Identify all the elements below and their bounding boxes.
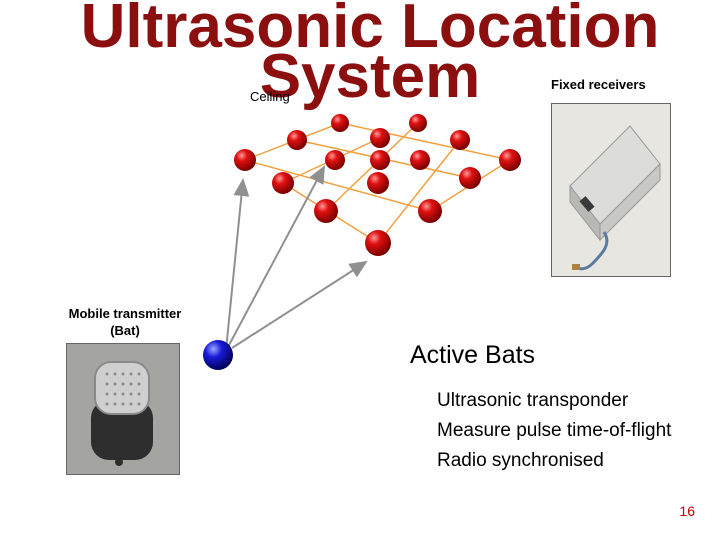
bullet-item: Ultrasonic transponder	[437, 390, 628, 412]
receiver-photo	[551, 103, 671, 277]
receiver-spheres	[234, 114, 521, 256]
receiver-sphere	[331, 114, 349, 132]
bullet-item: Radio synchronised	[437, 450, 604, 472]
receiver-sphere	[325, 150, 345, 170]
fixed-receivers-label: Fixed receivers	[551, 77, 646, 92]
receiver-sphere	[410, 150, 430, 170]
page-number: 16	[650, 503, 695, 519]
ceiling-label: Ceiling	[250, 89, 290, 104]
receiver-sphere	[370, 128, 390, 148]
receiver-sphere	[287, 130, 307, 150]
mobile-transmitter-label-line-2: (Bat)	[60, 322, 190, 339]
receiver-sphere	[370, 150, 390, 170]
receiver-device-icon	[552, 104, 670, 276]
receiver-sphere	[272, 172, 294, 194]
arrows	[226, 167, 366, 350]
receiver-sphere	[314, 199, 338, 223]
receiver-sphere	[499, 149, 521, 171]
receiver-sphere	[234, 149, 256, 171]
receiver-sphere	[367, 172, 389, 194]
bat-photo	[66, 343, 180, 475]
receiver-sphere	[409, 114, 427, 132]
receiver-sphere	[365, 230, 391, 256]
active-bats-heading: Active Bats	[410, 341, 535, 370]
transmitter-sphere	[203, 340, 233, 370]
bat-device-icon	[67, 344, 179, 474]
arrow	[232, 262, 366, 348]
mobile-transmitter-label-line-1: Mobile transmitter	[60, 305, 190, 322]
mobile-transmitter-label: Mobile transmitter (Bat)	[60, 305, 190, 339]
receiver-sphere	[459, 167, 481, 189]
receiver-sphere	[418, 199, 442, 223]
bullet-item: Measure pulse time-of-flight	[437, 420, 671, 442]
receiver-sphere	[450, 130, 470, 150]
